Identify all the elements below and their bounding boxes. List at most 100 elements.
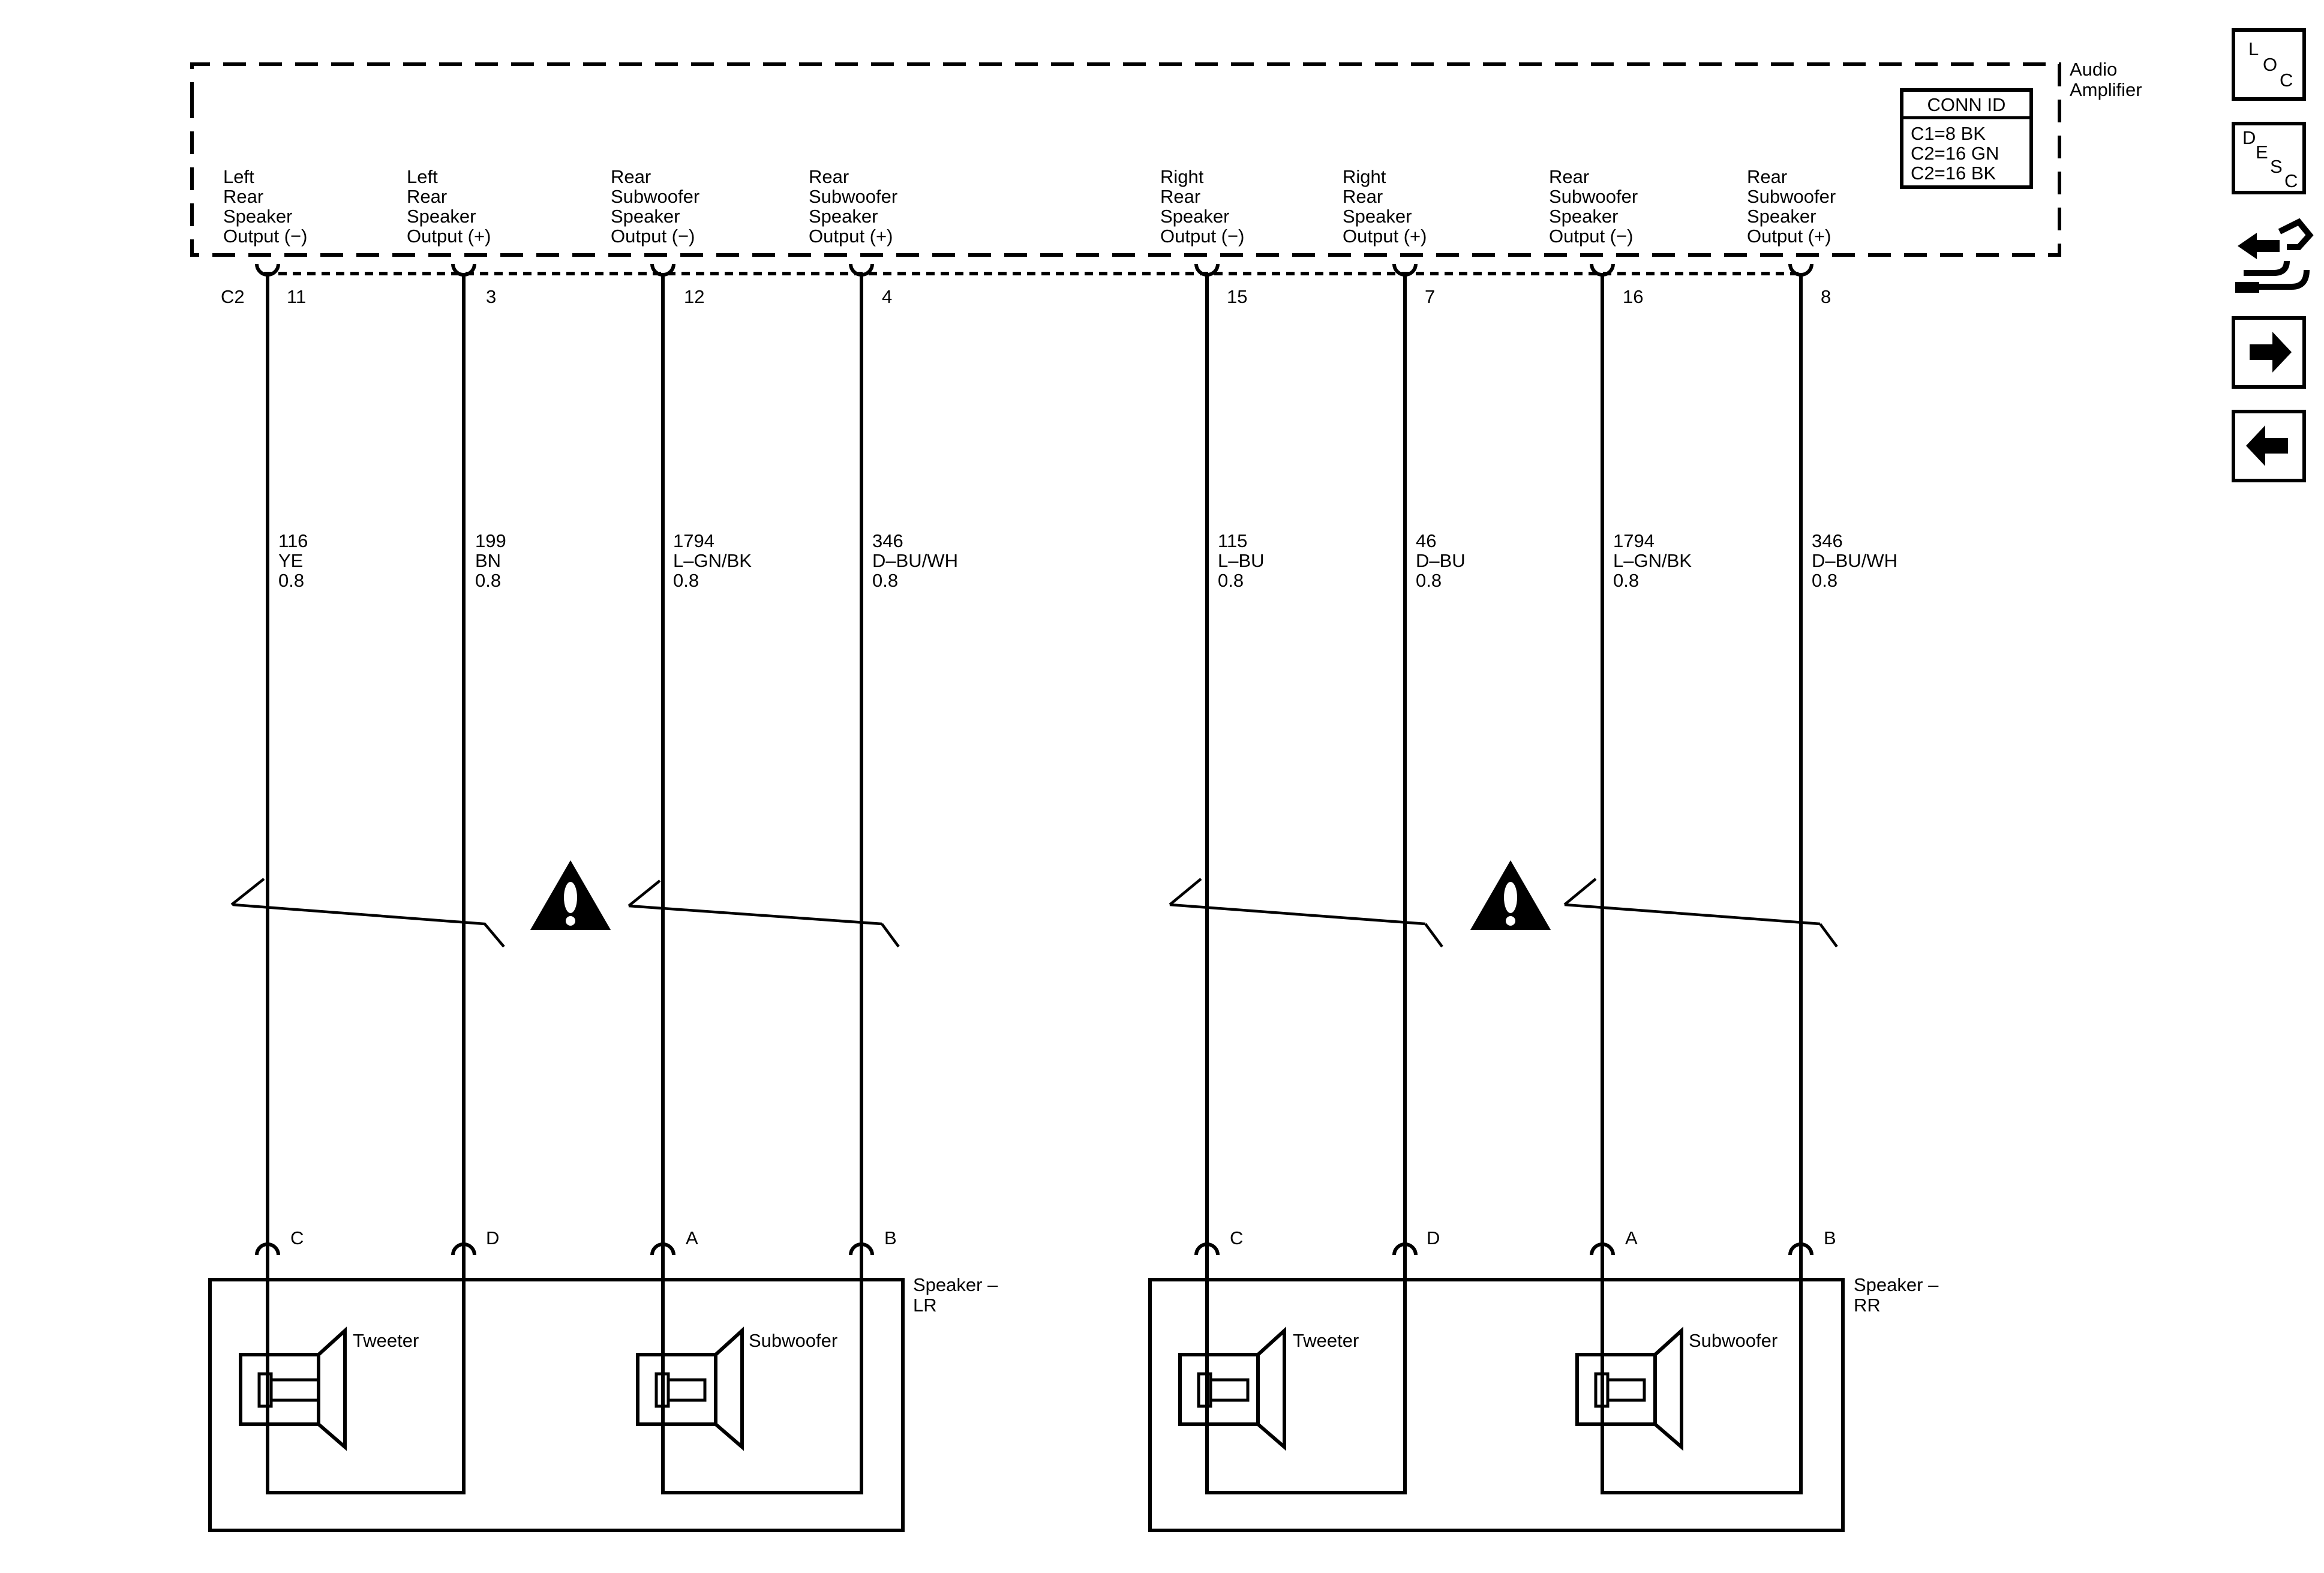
wires: 11 116 YE 0.8 C 3 199 BN 0.8 D 12 1794 L…: [255, 263, 1897, 1272]
arrow-right-icon: [2250, 332, 2292, 373]
desc-button[interactable]: D E S C: [2232, 122, 2306, 194]
wire-color: D–BU/WH: [872, 550, 958, 571]
svg-text:Subwoofer: Subwoofer: [611, 186, 699, 207]
svg-text:Right: Right: [1160, 166, 1204, 187]
amp-pin-number: 16: [1623, 286, 1643, 307]
amp-pin-number: 15: [1227, 286, 1247, 307]
speaker-name-line-2: RR: [1854, 1295, 1881, 1316]
conn-id-row: C1=8 BK: [1911, 123, 1986, 144]
amp-pin-number: 12: [684, 286, 704, 307]
svg-text:S: S: [2270, 156, 2283, 177]
wire-harness-icon: [2235, 218, 2314, 293]
wire-gauge: 0.8: [1613, 570, 1639, 591]
wire-color: D–BU: [1416, 550, 1466, 571]
svg-text:Speaker: Speaker: [1343, 206, 1412, 227]
loc-icon: L O C: [2248, 38, 2293, 91]
connector-label: C2: [221, 286, 245, 307]
svg-text:Right: Right: [1343, 166, 1386, 187]
svg-text:Output (−): Output (−): [223, 226, 307, 247]
circuit-label: Rear Subwoofer Speaker Output (−): [1549, 166, 1638, 247]
circuit-label: Left Rear Speaker Output (−): [223, 166, 307, 247]
amplifier-name-line-2: Amplifier: [2070, 79, 2142, 100]
svg-text:Rear: Rear: [407, 186, 447, 207]
svg-text:Speaker: Speaker: [407, 206, 476, 227]
svg-text:Speaker: Speaker: [1747, 206, 1816, 227]
circuit-label: Rear Subwoofer Speaker Output (+): [1747, 166, 1836, 247]
speaker-name-line-1: Speaker –: [1854, 1274, 1939, 1295]
wire-color: L–BU: [1218, 550, 1265, 571]
wire-gauge: 0.8: [1812, 570, 1837, 591]
caution-icon: [1470, 860, 1551, 930]
circuit-number: 1794: [673, 530, 714, 551]
twisted-pair-markers: [230, 860, 1838, 948]
svg-text:L: L: [2248, 38, 2259, 59]
wire-gauge: 0.8: [475, 570, 501, 591]
loc-button[interactable]: L O C: [2232, 28, 2306, 101]
subwoofer-label: Subwoofer: [1689, 1330, 1777, 1351]
svg-text:Speaker: Speaker: [1160, 206, 1229, 227]
svg-text:Rear: Rear: [1160, 186, 1200, 207]
wire-gauge: 0.8: [1218, 570, 1244, 591]
twisted-pair-line: [627, 879, 900, 948]
speaker-pin-letter: A: [1625, 1227, 1638, 1248]
next-page-button[interactable]: [2232, 316, 2306, 389]
circuit-label: Right Rear Speaker Output (−): [1160, 166, 1244, 247]
tweeter-symbol: [239, 1326, 347, 1451]
svg-text:Left: Left: [407, 166, 438, 187]
wire-circuit-116: 11 116 YE 0.8 C: [255, 263, 308, 1272]
conn-id-title: CONN ID: [1927, 94, 2006, 115]
circuit-label: Right Rear Speaker Output (+): [1343, 166, 1427, 247]
conn-id-box: CONN ID C1=8 BK C2=16 GN C2=16 BK: [1900, 88, 2033, 189]
circuit-number: 346: [872, 530, 903, 551]
svg-text:Subwoofer: Subwoofer: [809, 186, 897, 207]
wire-circuit-1794-lr: 12 1794 L–GN/BK 0.8 A: [650, 263, 752, 1272]
svg-text:Rear: Rear: [223, 186, 263, 207]
conn-id-row: C2=16 BK: [1911, 163, 1996, 184]
wire-circuit-199: 3 199 BN 0.8 D: [451, 263, 506, 1272]
svg-text:Speaker: Speaker: [1549, 206, 1618, 227]
amp-pin-number: 8: [1821, 286, 1831, 307]
circuit-number: 346: [1812, 530, 1843, 551]
svg-text:Output (−): Output (−): [1549, 226, 1633, 247]
circuit-number: 116: [278, 530, 308, 551]
svg-text:Rear: Rear: [809, 166, 849, 187]
previous-page-button[interactable]: [2232, 410, 2306, 482]
speaker-name-line-2: LR: [913, 1295, 937, 1316]
circuit-number: 46: [1416, 530, 1436, 551]
circuit-label: Left Rear Speaker Output (+): [407, 166, 491, 247]
speaker-pin-letter: D: [1427, 1227, 1440, 1248]
wire-circuit-46: 7 46 D–BU 0.8 D: [1392, 263, 1466, 1272]
speaker-pin-letter: D: [486, 1227, 499, 1248]
speaker-lr: Speaker – LR Tweeter Subwoofer: [208, 1272, 998, 1532]
amp-pin-number: 4: [882, 286, 892, 307]
svg-text:Speaker: Speaker: [611, 206, 680, 227]
speaker-pin-letter: C: [290, 1227, 304, 1248]
wire-color: L–GN/BK: [673, 550, 752, 571]
speaker-rr: Speaker – RR Tweeter Subwoofer: [1148, 1272, 1939, 1532]
svg-text:Output (−): Output (−): [1160, 226, 1244, 247]
audio-amplifier: Audio Amplifier CONN ID C1=8 BK C2=16 GN…: [190, 59, 2142, 307]
amp-pin-number: 3: [486, 286, 496, 307]
tweeter-label: Tweeter: [353, 1330, 419, 1351]
svg-text:Rear: Rear: [1747, 166, 1787, 187]
conn-id-row: C2=16 GN: [1911, 143, 1999, 164]
speaker-pin-letter: B: [884, 1227, 897, 1248]
amp-pin-number: 11: [287, 286, 306, 307]
svg-text:Rear: Rear: [611, 166, 651, 187]
twisted-pair-line: [1169, 878, 1443, 948]
amp-pin-number: 7: [1425, 286, 1435, 307]
svg-text:Subwoofer: Subwoofer: [1549, 186, 1638, 207]
circuit-labels: Left Rear Speaker Output (−) Left Rear S…: [223, 166, 1836, 247]
svg-text:Subwoofer: Subwoofer: [1747, 186, 1836, 207]
svg-text:D: D: [2242, 127, 2256, 148]
tweeter-label: Tweeter: [1293, 1330, 1359, 1351]
wire-color: L–GN/BK: [1613, 550, 1692, 571]
arrow-left-icon: [2246, 425, 2288, 466]
tweeter-symbol: [1178, 1326, 1286, 1451]
svg-text:Output (−): Output (−): [611, 226, 695, 247]
wire-circuit-115: 15 115 L–BU 0.8 C: [1194, 263, 1265, 1272]
wire-harness-button[interactable]: [2235, 218, 2314, 293]
speaker-pin-letter: A: [686, 1227, 698, 1248]
svg-text:Rear: Rear: [1343, 186, 1383, 207]
svg-text:Output (+): Output (+): [1747, 226, 1831, 247]
